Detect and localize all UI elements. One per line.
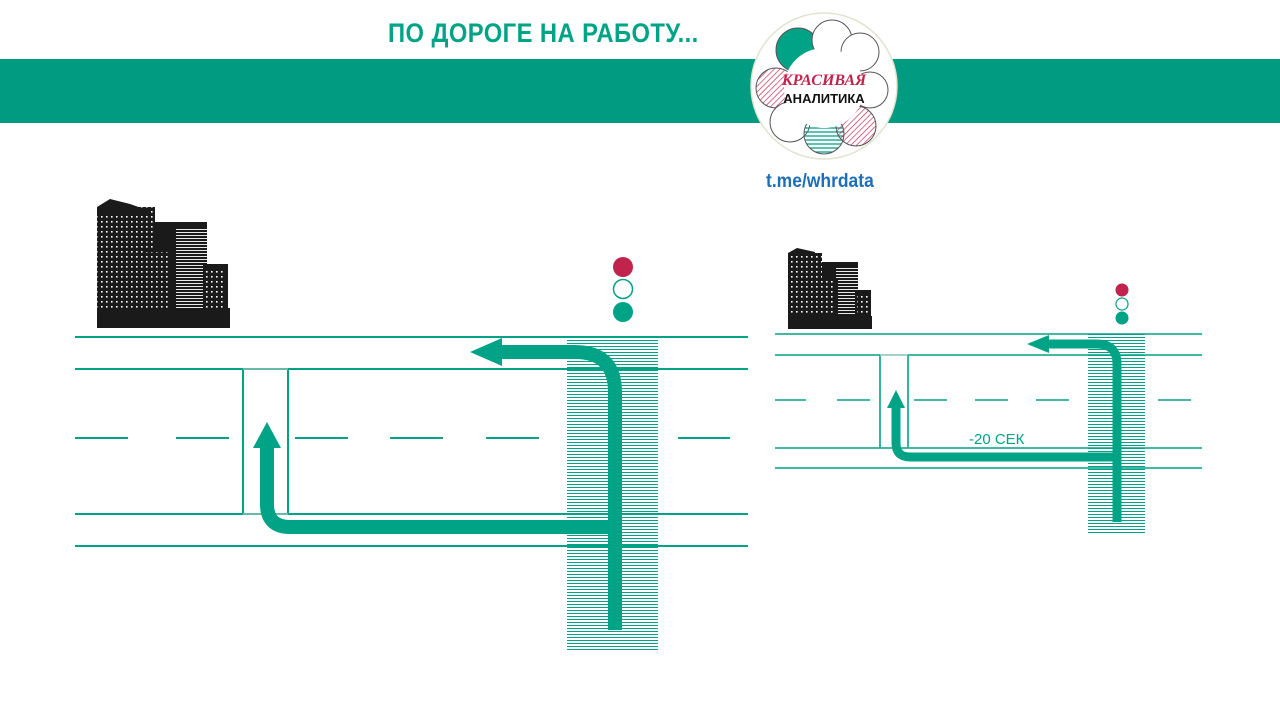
diagram-right: -20 СЕК [775, 248, 1202, 534]
route-arrow-detour [253, 422, 615, 534]
flower-badge-icon: КРАСИВАЯ АНАЛИТИКА [750, 12, 898, 160]
route-arrow-detour [887, 390, 1117, 462]
route-arrow-straight [470, 338, 622, 630]
road-lines [775, 333, 1202, 469]
time-saved-label: -20 СЕК [969, 431, 1025, 448]
channel-link[interactable]: t.me/whrdata [766, 171, 874, 192]
page-title: ПО ДОРОГЕ НА РАБОТУ... [388, 18, 699, 48]
logo-line2: АНАЛИТИКА [783, 91, 865, 106]
diagram-left [75, 199, 748, 651]
buildings-icon [97, 199, 230, 328]
road-lines [75, 336, 748, 547]
route-arrow-straight [1027, 335, 1122, 522]
logo-line1: КРАСИВАЯ [781, 72, 867, 89]
buildings-icon [788, 248, 872, 329]
traffic-light-icon [1115, 283, 1129, 325]
header-band [0, 59, 1280, 123]
traffic-light-icon [612, 257, 634, 322]
